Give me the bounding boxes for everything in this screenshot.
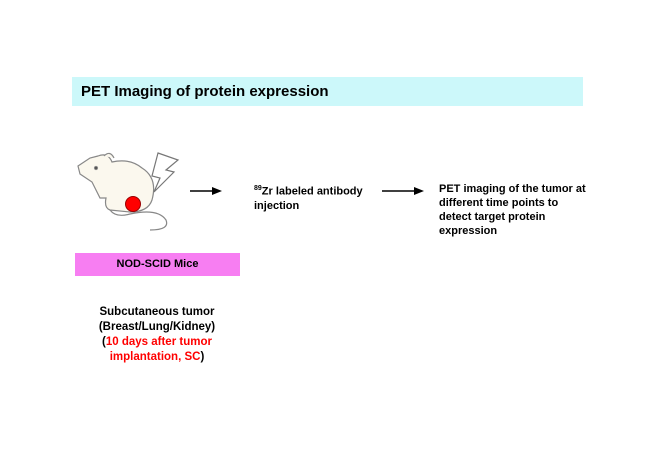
tumor-timing-line1: 10 days after tumor [105, 336, 212, 348]
mouse-icon [77, 152, 168, 231]
step-pet-imaging: PET imaging of the tumor at different ti… [439, 182, 586, 238]
pet-line: different time points to [439, 197, 559, 209]
injection-line2: injection [254, 199, 300, 212]
arrow-icon [190, 187, 222, 195]
lightning-icon [151, 152, 180, 193]
tumor-line1: Subcutaneous tumor [99, 306, 215, 318]
tumor-description: Subcutaneous tumor (Breast/Lung/Kidney) … [62, 305, 252, 365]
tumor-timing-line2: implantation, SC [109, 351, 201, 363]
pet-line: expression [439, 225, 498, 237]
isotope-superscript: 89 [254, 185, 262, 192]
title-banner: PET Imaging of protein expression [72, 77, 583, 106]
arrow-icon [382, 187, 424, 195]
tumor-line2: (Breast/Lung/Kidney) [98, 321, 216, 333]
mouse-illustration [77, 152, 180, 231]
tumor-dot [125, 196, 141, 212]
paren: ( [102, 336, 106, 348]
pet-line: PET imaging of the tumor at [439, 183, 586, 195]
injection-line1: Zr labeled antibody [261, 185, 363, 198]
mice-label: NOD-SCID Mice [75, 253, 240, 276]
step-injection: 89Zr labeled antibody injection [254, 182, 363, 213]
pet-line: detect target protein [439, 211, 546, 223]
paren: ) [200, 351, 205, 363]
